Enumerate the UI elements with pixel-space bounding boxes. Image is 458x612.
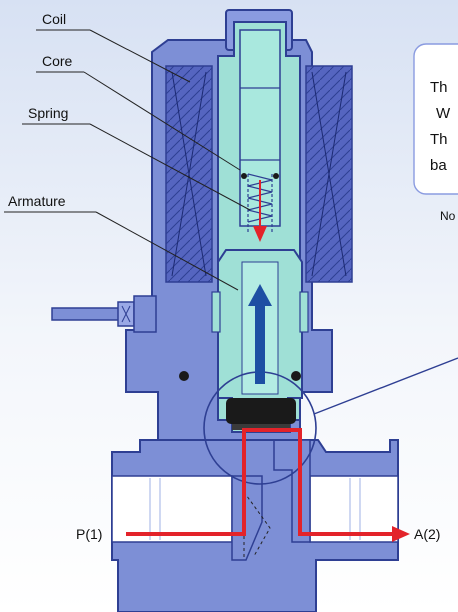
flow-arrow-head: [392, 526, 410, 542]
outlet-bore: [309, 475, 399, 543]
callout-line-1: Th: [430, 79, 448, 96]
coil-winding-right: [305, 65, 353, 283]
label-coil: Coil: [36, 11, 191, 83]
svg-text:Spring: Spring: [28, 105, 68, 121]
o-ring-right: [291, 371, 301, 381]
inlet-bore: [111, 475, 233, 543]
spring-force-arrow: [253, 180, 267, 242]
svg-text:Coil: Coil: [42, 11, 66, 27]
callout-line-4: ba: [430, 157, 447, 174]
flow-path: [126, 428, 392, 536]
label-core: Core: [36, 53, 241, 171]
armature-motion-arrow: [248, 284, 272, 384]
label-port-out: A(2): [414, 526, 440, 542]
detail-leader-line: [313, 357, 458, 415]
o-ring-left: [179, 371, 189, 381]
svg-text:Armature: Armature: [8, 193, 66, 209]
lead-wire: [51, 295, 157, 333]
callout-line-2: W: [436, 105, 451, 122]
label-port-in: P(1): [76, 526, 102, 542]
explanation-callout: Th W Th ba: [413, 43, 458, 195]
valve-seal: [226, 398, 296, 424]
callout-line-3: Th: [430, 131, 448, 148]
spring: [247, 173, 273, 232]
note-text: No: [440, 209, 456, 223]
svg-text:Core: Core: [42, 53, 73, 69]
label-armature: Armature: [4, 193, 239, 291]
label-spring: Spring: [22, 105, 251, 211]
coil-winding-left: [165, 65, 213, 283]
